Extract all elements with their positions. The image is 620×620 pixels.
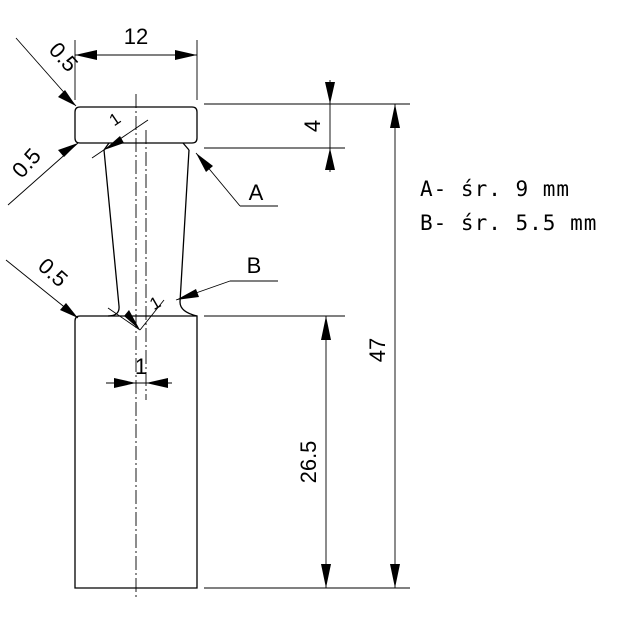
base-block xyxy=(74,315,198,589)
callout-a-label: A xyxy=(249,180,264,205)
fillet-top: 1 xyxy=(91,109,149,159)
callout-b: B xyxy=(175,253,278,301)
dimension-center-offset: 1 xyxy=(106,354,172,388)
legend-line-a: A- śr. 9 mm xyxy=(420,177,570,201)
tapered-shank xyxy=(103,149,120,317)
callout-a: A xyxy=(195,152,278,207)
svg-text:0.5: 0.5 xyxy=(44,37,83,76)
dimension-flange-height: 4 xyxy=(300,80,335,172)
chamfer-mid-left: 0.5 xyxy=(7,142,79,206)
dim-47-label: 47 xyxy=(365,338,390,362)
tapered-shank-right xyxy=(179,149,198,317)
top-flange xyxy=(74,106,198,144)
part-outline xyxy=(74,106,198,589)
legend: A- śr. 9 mm B- śr. 5.5 mm xyxy=(420,177,597,235)
dim-12-label: 12 xyxy=(124,24,148,49)
svg-text:1: 1 xyxy=(106,109,124,130)
shank-fillet-right xyxy=(182,142,190,151)
svg-text:0.5: 0.5 xyxy=(33,253,72,292)
legend-line-b: B- śr. 5.5 mm xyxy=(420,211,597,235)
dim-4-label: 4 xyxy=(300,120,325,132)
dim-26-5-label: 26.5 xyxy=(296,441,321,484)
extension-lines xyxy=(74,40,410,589)
callout-b-label: B xyxy=(247,253,262,278)
dim-1-offset-label: 1 xyxy=(135,354,147,379)
chamfer-lower-left: 0.5 xyxy=(5,253,79,319)
chamfer-top-left: 0.5 xyxy=(15,37,83,107)
dimension-top-width: 12 xyxy=(75,24,197,60)
dimension-base-height: 26.5 xyxy=(296,316,331,588)
dimension-total-height: 47 xyxy=(365,104,400,588)
